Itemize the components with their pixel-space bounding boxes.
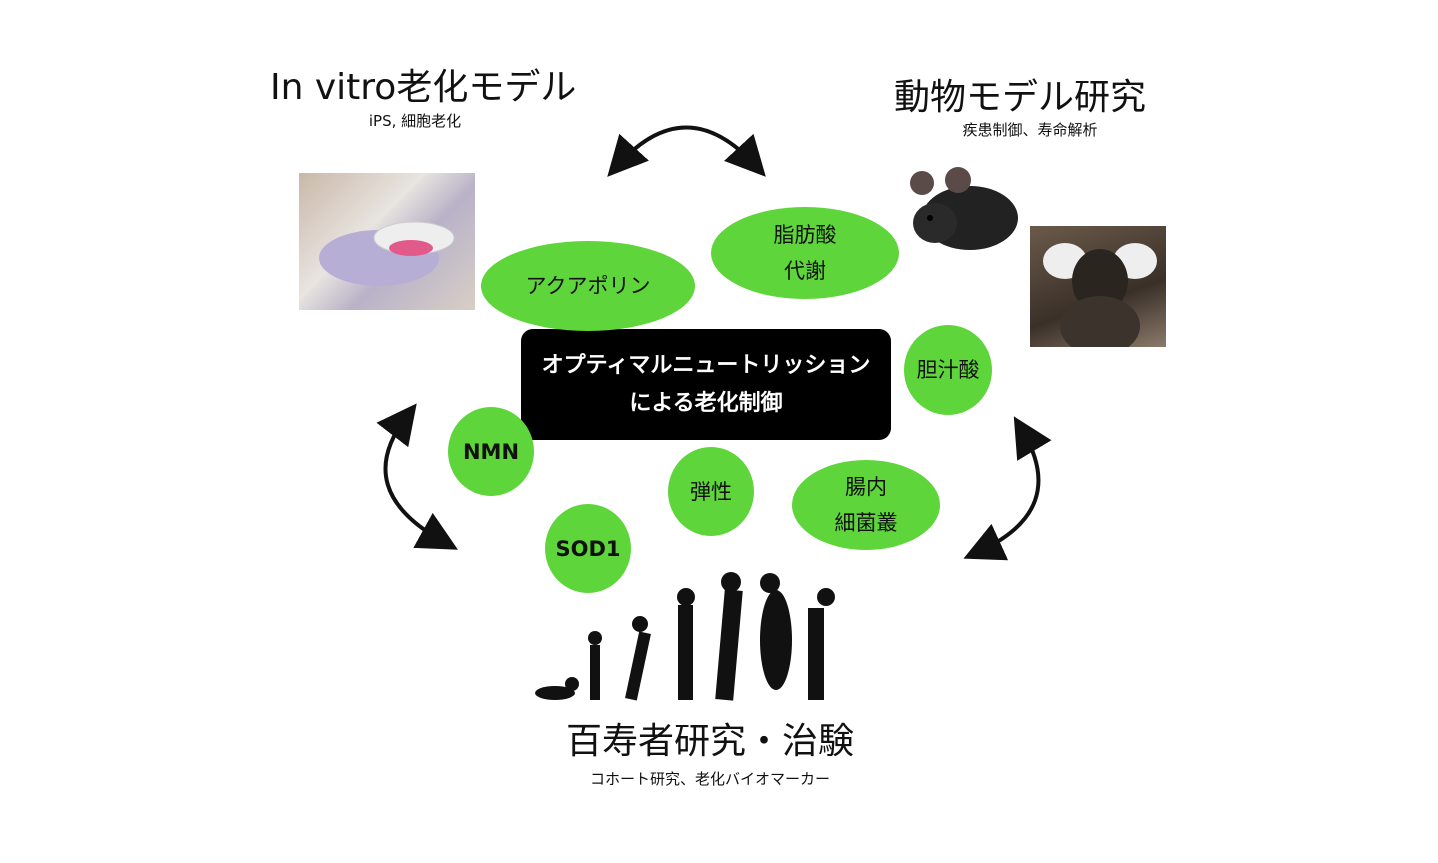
- factor-microbiota: 腸内 細菌叢: [792, 460, 940, 550]
- center-theme-box: オプティマルニュートリッション による老化制御: [521, 329, 891, 440]
- cell-culture-photo: [299, 173, 475, 310]
- human-subtitle: コホート研究、老化バイオマーカー: [589, 770, 830, 788]
- human-title: 百寿者研究・治験: [565, 721, 854, 762]
- mouse-photo: [900, 158, 1025, 258]
- right-double-arrow: [963, 416, 1052, 561]
- animal-subtitle: 疾患制御、寿命解析: [962, 121, 1098, 139]
- center-line2: による老化制御: [629, 390, 783, 416]
- factor-aquaporin: アクアポリン: [481, 241, 695, 331]
- invitro-title: In vitro老化モデル: [270, 67, 577, 108]
- human-aging-silhouettes: [535, 572, 835, 701]
- left-double-arrow: [376, 403, 458, 550]
- animal-title: 動物モデル研究: [893, 77, 1146, 118]
- top-double-arrow: [607, 125, 766, 177]
- factor-bile-acid: 胆汁酸: [904, 325, 992, 415]
- factor-nmn: NMN: [448, 407, 534, 496]
- factor-fatty-acid: 脂肪酸 代謝: [711, 207, 899, 299]
- factor-elasticity: 弾性: [668, 447, 754, 536]
- invitro-subtitle: iPS, 細胞老化: [368, 112, 462, 130]
- marmoset-photo: [1030, 226, 1166, 347]
- mouse-image: [910, 167, 1018, 250]
- marmoset-image: [1043, 243, 1157, 347]
- factor-sod1: SOD1: [545, 504, 631, 593]
- gloved-hand-petri-dish-image: [319, 221, 455, 286]
- center-line1: オプティマルニュートリッション: [541, 352, 871, 378]
